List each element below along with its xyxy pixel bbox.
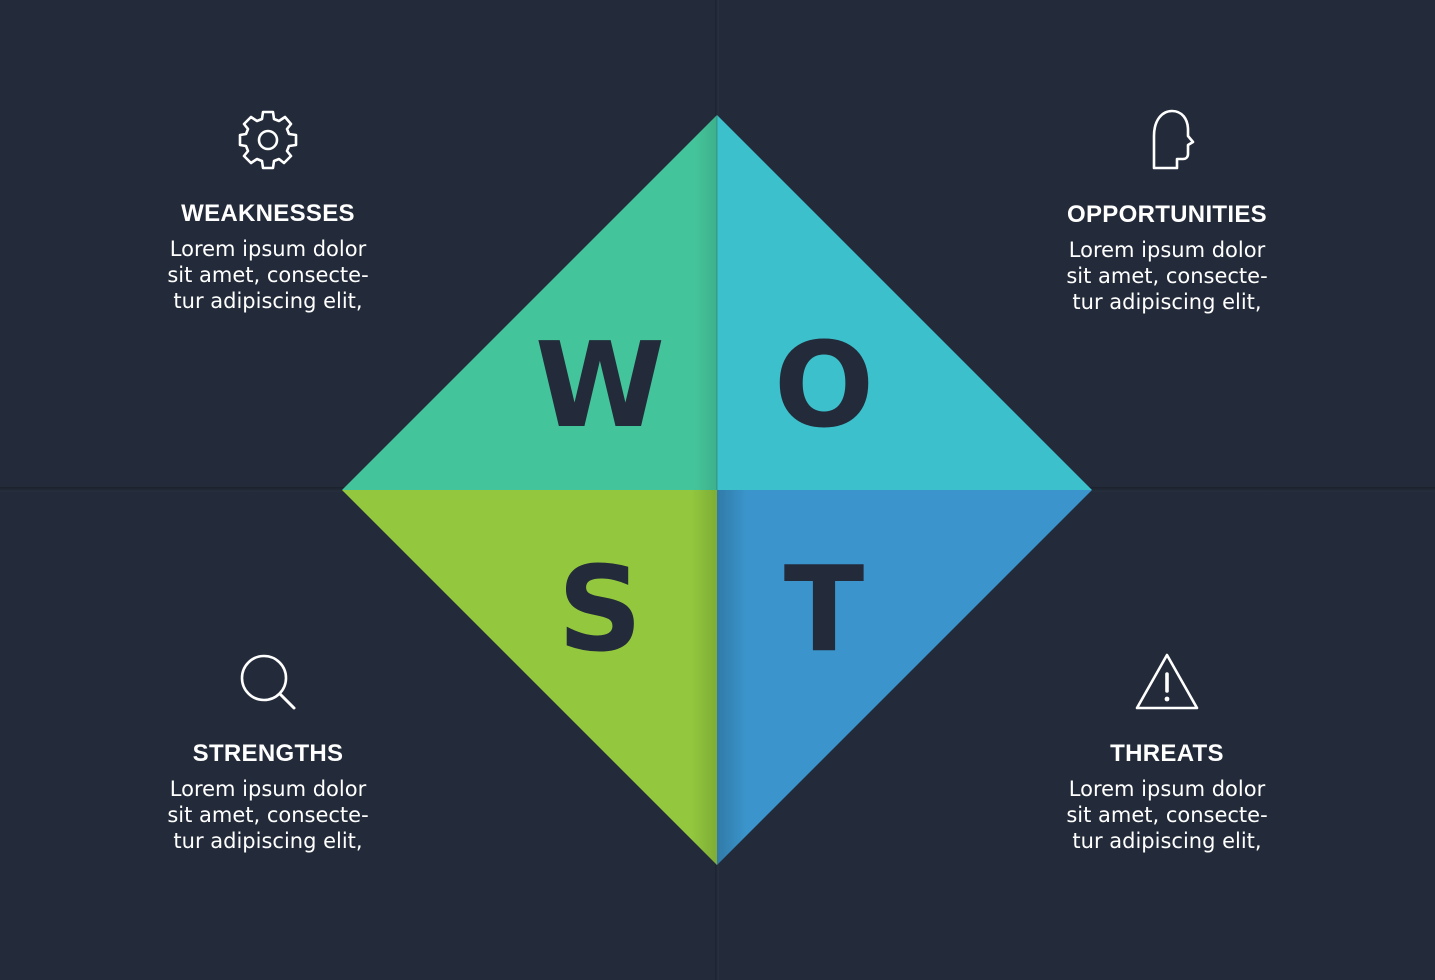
opportunities-text: Lorem ipsum dolor sit amet, consecte- tu… bbox=[1066, 238, 1268, 314]
threats-triangle: T bbox=[717, 490, 1092, 865]
strengths-block: STRENGTHS Lorem ipsum dolor sit amet, co… bbox=[118, 650, 418, 854]
head-icon bbox=[1152, 109, 1195, 170]
opportunities-triangle: O bbox=[717, 115, 1092, 490]
strengths-text: Lorem ipsum dolor sit amet, consecte- tu… bbox=[167, 777, 369, 853]
threats-shade bbox=[717, 490, 1092, 865]
threats-title: THREATS bbox=[1110, 740, 1224, 767]
opportunities-block: OPPORTUNITIES Lorem ipsum dolor sit amet… bbox=[1017, 108, 1317, 315]
threats-letter: T bbox=[784, 540, 865, 678]
strengths-triangle: S bbox=[342, 490, 717, 865]
weaknesses-title: WEAKNESSES bbox=[181, 200, 355, 227]
warning-icon bbox=[1135, 653, 1199, 710]
strengths-title: STRENGTHS bbox=[192, 740, 344, 767]
weaknesses-block: WEAKNESSES Lorem ipsum dolor sit amet, c… bbox=[118, 108, 418, 314]
opportunities-shape bbox=[717, 115, 1092, 490]
opportunities-title: OPPORTUNITIES bbox=[1067, 201, 1267, 228]
strengths-shade bbox=[342, 490, 717, 865]
weaknesses-triangle: W bbox=[342, 115, 717, 490]
weaknesses-shade bbox=[342, 115, 717, 490]
opportunities-letter: O bbox=[774, 316, 874, 454]
strengths-letter: S bbox=[558, 540, 643, 678]
threats-block: THREATS Lorem ipsum dolor sit amet, cons… bbox=[1017, 650, 1317, 854]
weaknesses-text: Lorem ipsum dolor sit amet, consecte- tu… bbox=[167, 237, 369, 313]
search-icon bbox=[240, 654, 296, 710]
weaknesses-letter: W bbox=[535, 316, 665, 454]
threats-text: Lorem ipsum dolor sit amet, consecte- tu… bbox=[1066, 777, 1268, 853]
gear-icon bbox=[238, 110, 298, 170]
